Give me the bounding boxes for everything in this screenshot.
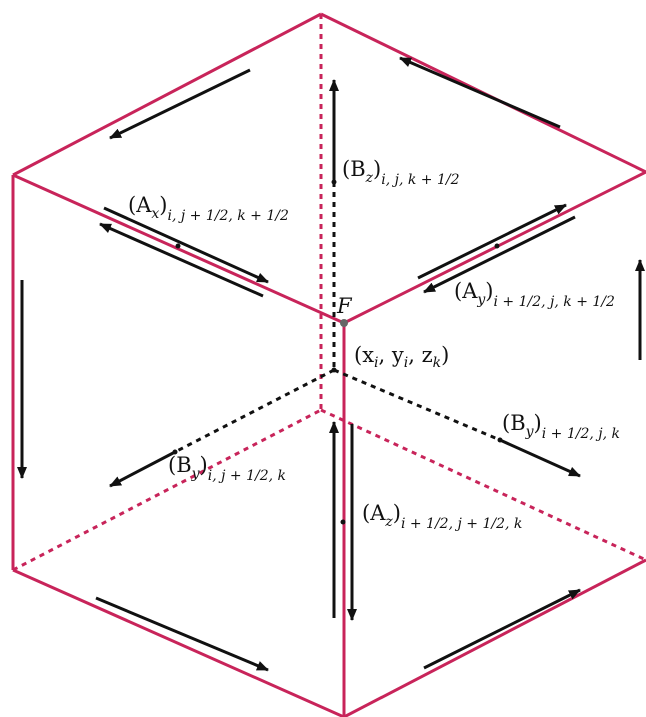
arrow-bottom-left <box>95 596 269 672</box>
label-By-right-sub: i + 1/2, j, k <box>542 426 620 442</box>
label-coords-z: , z <box>408 343 432 367</box>
label-Bz-close: ) <box>373 157 381 181</box>
arrow-Ay-lower <box>423 215 576 294</box>
arrow-Ax-lower <box>99 222 264 298</box>
label-Ax-close: ) <box>159 193 167 217</box>
label-Az: (Az)i + 1/2, j + 1/2, k <box>362 501 522 532</box>
label-Bz-var: z <box>365 170 374 186</box>
field-nodes <box>172 179 503 525</box>
axis-y-right-dashed <box>333 368 501 442</box>
node-Ay <box>494 243 500 249</box>
label-Az-main: (A <box>362 501 386 525</box>
axis-y-left-dashed <box>174 368 335 454</box>
cube-solid-edges <box>11 12 646 717</box>
label-Az-var: z <box>384 514 393 530</box>
node-Az <box>340 519 346 525</box>
label-Az-sub: i + 1/2, j + 1/2, k <box>401 516 522 532</box>
label-By-left-var: y <box>191 466 201 482</box>
label-By-right: (By)i + 1/2, j, k <box>502 411 620 442</box>
node-By-left <box>172 449 178 455</box>
label-Bz-sub: i, j, k + 1/2 <box>381 172 459 188</box>
arrow-Ay-upper <box>417 203 567 280</box>
label-By-left-sub: i, j + 1/2, k <box>208 468 286 484</box>
label-Ay-var: y <box>476 292 486 308</box>
arrow-top-back-right <box>399 56 561 129</box>
label-By-left-close: ) <box>200 453 208 477</box>
label-Ax-var: x <box>151 206 159 222</box>
label-Az-close: ) <box>393 501 401 525</box>
arrow-By-left <box>109 450 176 488</box>
node-Ax <box>175 243 181 249</box>
cube-edge-hidden-left <box>12 408 322 572</box>
label-coords-x: (x <box>354 343 374 367</box>
label-coords-zsub: k <box>433 355 441 371</box>
label-coords-ysub: i <box>404 355 408 371</box>
label-Ax-main: (A <box>128 193 152 217</box>
label-Bz: (Bz)i, j, k + 1/2 <box>342 157 460 188</box>
label-Ay: (Ay)i + 1/2, j, k + 1/2 <box>454 279 615 310</box>
node-By-right <box>497 437 503 443</box>
cube-edge-bottom-right <box>343 558 646 717</box>
label-coords-xsub: i <box>374 355 378 371</box>
node-Bz <box>331 179 337 185</box>
label-By-left-main: (B <box>168 453 192 477</box>
node-origin <box>331 367 337 373</box>
label-coords: (xi, yi, zk) <box>354 343 449 371</box>
cube-hidden-edges <box>12 14 646 572</box>
cube-edge-bottom-left <box>12 568 345 717</box>
label-By-right-var: y <box>525 424 535 440</box>
label-F: F <box>336 294 353 318</box>
label-coords-close: ) <box>441 343 449 367</box>
field-axes-dashed <box>174 182 501 454</box>
arrow-Ax-upper <box>103 206 269 284</box>
label-Ay-sub: i + 1/2, j, k + 1/2 <box>493 294 615 310</box>
arrow-By-right <box>499 438 581 478</box>
label-Ay-close: ) <box>485 279 493 303</box>
label-By-right-main: (B <box>502 411 526 435</box>
label-Ay-main: (A <box>454 279 478 303</box>
label-Ax: (Ax)i, j + 1/2, k + 1/2 <box>128 193 289 224</box>
node-F <box>340 319 348 327</box>
label-Bz-main: (B <box>342 157 366 181</box>
label-By-left: (By)i, j + 1/2, k <box>168 453 286 484</box>
field-arrows <box>17 56 645 672</box>
cube-edge-top-left <box>12 12 322 177</box>
label-coords-y: , y <box>379 343 404 367</box>
label-Ax-sub: i, j + 1/2, k + 1/2 <box>167 208 289 224</box>
arrow-top-back-left <box>109 68 251 140</box>
arrow-bottom-right <box>423 588 581 670</box>
label-By-right-close: ) <box>534 411 542 435</box>
cube-edge-front-left <box>12 173 345 325</box>
